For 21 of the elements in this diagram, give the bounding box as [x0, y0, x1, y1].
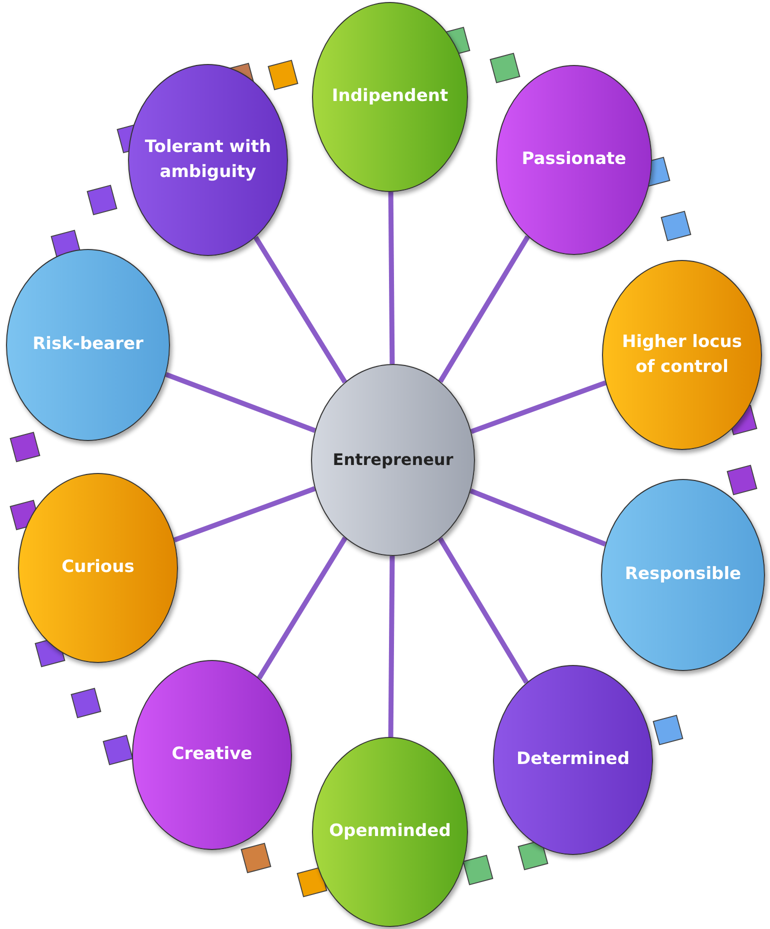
connector-line [470, 488, 606, 547]
trait-label: Indipendent [332, 85, 448, 108]
trait-label: Openminded [329, 820, 451, 844]
trait-label: Risk-bearer [32, 333, 144, 356]
connector-line [253, 236, 348, 384]
trait-label: Tolerant with ambiguity [144, 136, 272, 184]
connector-line [256, 536, 348, 680]
connector-line [165, 372, 316, 433]
trait-label: Curious [62, 556, 134, 580]
connector-line [174, 486, 316, 542]
connector-line [388, 556, 395, 738]
connector-line [388, 192, 395, 364]
connector-line [470, 380, 606, 434]
connector-line [438, 235, 530, 383]
center-label: Entrepreneur [332, 449, 454, 471]
connector-line [438, 537, 529, 684]
trait-label: Responsible [624, 563, 742, 586]
trait-label: Creative [172, 743, 252, 766]
trait-label: Determined [516, 748, 630, 772]
trait-label: Higher locus of control [621, 330, 743, 379]
trait-label: Passionate [522, 148, 626, 172]
